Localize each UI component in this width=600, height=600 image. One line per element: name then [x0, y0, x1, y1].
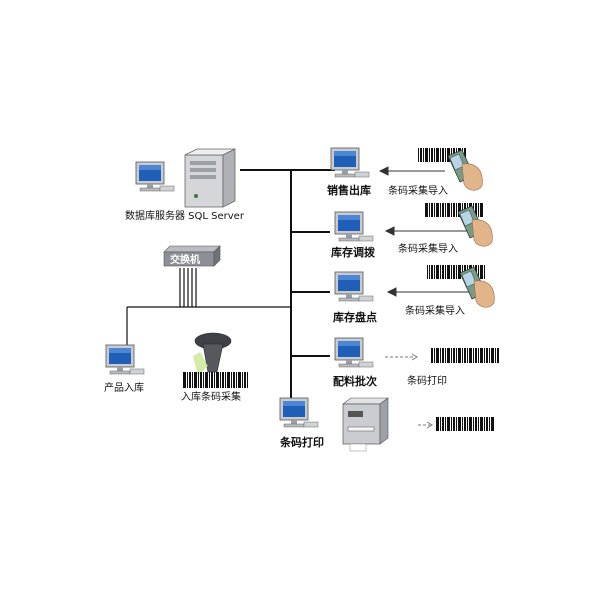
computer-icon	[279, 397, 319, 428]
action-label: 条码采集导入	[388, 184, 448, 197]
arrow-right-icon	[411, 353, 418, 361]
action-label: 条码采集导入	[405, 304, 465, 317]
station-label: 产品入库	[104, 381, 144, 394]
station-label: 条码打印	[279, 435, 324, 449]
handheld-scanner-icon	[447, 149, 483, 191]
station-label: 库存调拨	[331, 245, 376, 259]
computer-icon	[334, 211, 374, 242]
server-monitor-icon	[135, 161, 175, 192]
barcode	[435, 417, 495, 431]
flow-arrows	[378, 166, 470, 297]
station-inventory-transfer: 库存调拨 条码采集导入	[331, 203, 493, 259]
station-inventory-check: 库存盘点 条码采集导入	[333, 265, 495, 324]
barcode	[183, 372, 249, 388]
barcode	[430, 348, 500, 363]
handheld-scanner-icon	[459, 266, 495, 308]
computer-icon	[334, 337, 374, 368]
computer-icon	[334, 271, 374, 302]
network-switch: 交换机	[163, 245, 221, 267]
arrow-left-icon	[384, 226, 395, 236]
station-barcode-print: 条码打印	[279, 397, 495, 452]
station-label: 库存盘点	[333, 310, 377, 324]
switch-label: 交换机	[170, 253, 200, 266]
switch-links	[126, 268, 291, 345]
output-arrows	[385, 353, 433, 429]
barcode-scanner-gun-icon	[193, 332, 232, 376]
database-server: 数据库服务器 SQL Server	[125, 148, 245, 222]
computer-icon	[330, 147, 370, 178]
station-sales-out: 销售出库 条码采集导入	[327, 147, 483, 197]
handheld-scanner-icon	[457, 205, 493, 247]
arrow-left-icon	[378, 166, 389, 176]
action-label: 条码采集导入	[398, 242, 458, 255]
arrow-left-icon	[386, 287, 397, 297]
label-printer-icon	[342, 397, 389, 452]
computer-icon	[105, 344, 145, 375]
server-label: 数据库服务器 SQL Server	[125, 209, 245, 222]
server-tower-icon	[184, 148, 236, 208]
station-label: 配料批次	[333, 374, 377, 388]
station-batch-picking: 配料批次 条码打印	[333, 337, 500, 388]
action-label: 条码打印	[407, 374, 447, 387]
station-product-in: 产品入库 入库条码采集	[104, 332, 249, 403]
action-label: 入库条码采集	[181, 390, 241, 403]
connection-lines	[240, 169, 335, 406]
arrow-right-icon	[426, 421, 433, 429]
station-label: 销售出库	[327, 183, 371, 197]
